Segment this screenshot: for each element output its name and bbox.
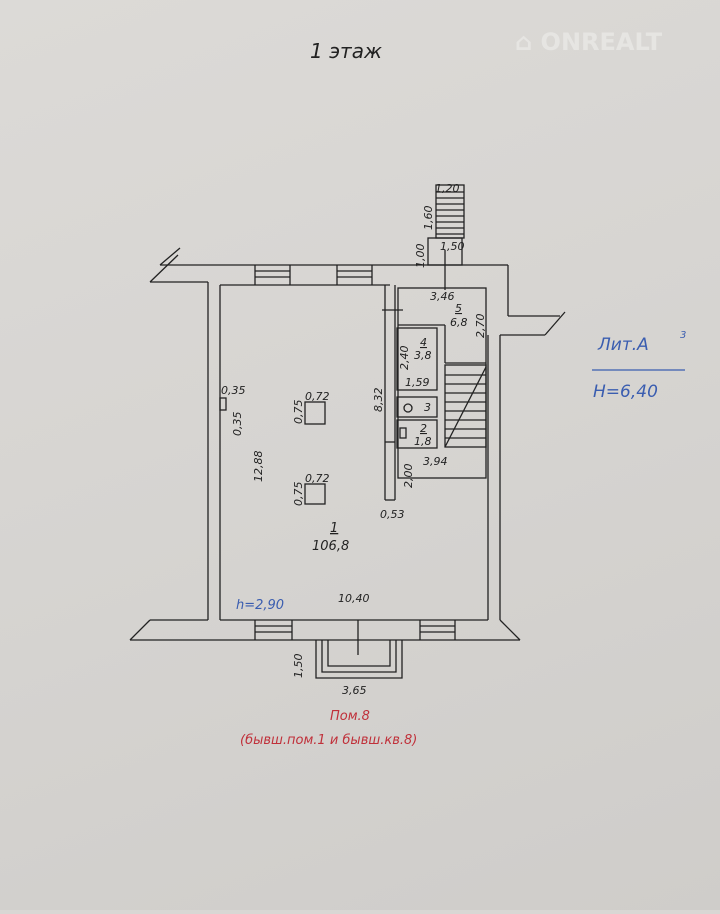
- dimension-label: 2,40: [398, 346, 411, 371]
- toilet-icon: [403, 403, 413, 413]
- room-caption-note: (бывш.пом.1 и бывш.кв.8): [240, 733, 417, 748]
- dimension-label: 5: [455, 302, 462, 315]
- stair-treads-outer: [436, 191, 464, 235]
- watermark-logo: ⌂ ONREALT: [515, 28, 663, 56]
- dimension-label: 1,50: [292, 654, 305, 679]
- windows: [254, 265, 456, 640]
- dimension-label: 1,00: [414, 244, 427, 269]
- dimension-label: 12,88: [252, 451, 265, 483]
- room-caption: Пом.8 (бывш.пом.1 и бывш.кв.8): [240, 709, 417, 748]
- sink-icon: [399, 427, 407, 439]
- dimension-label: 3,46: [430, 290, 455, 303]
- dimension-label: 10,40: [338, 592, 370, 605]
- dimension-label: 3,8: [414, 349, 432, 362]
- room-1-area: 106,8: [312, 539, 349, 554]
- dimension-label: 6,8: [450, 316, 468, 329]
- dimension-label: 3,94: [423, 455, 448, 468]
- dimension-label: 0,75: [292, 482, 305, 507]
- floor-title: 1 этаж: [310, 39, 382, 63]
- dimension-label: 0,35: [221, 384, 246, 397]
- dimension-label: 8,32: [372, 388, 385, 413]
- stair-treads-inner: [445, 374, 486, 439]
- dimension-label: 0,75: [292, 400, 305, 425]
- dimension-label: 2,00: [402, 464, 415, 489]
- ceiling-height: h=2,90: [236, 598, 284, 613]
- column-2: [304, 483, 326, 505]
- walls: [129, 184, 685, 679]
- dimension-label: 1,8: [414, 435, 432, 448]
- dimension-label: 0,72: [305, 390, 330, 403]
- dimension-label: 4: [420, 336, 427, 349]
- litera-label: Лит.А: [597, 335, 649, 355]
- dimension-label: 1,60: [422, 206, 435, 231]
- litera-block: Лит.А 3 Н=6,40: [593, 330, 686, 402]
- dimension-label: 3,65: [342, 684, 367, 697]
- dimension-labels: 1,20 1,60 1,00 1,50 3,46 5 6,8 2,70 4 3,…: [221, 182, 487, 697]
- dimension-label: 2: [420, 422, 427, 435]
- dimension-label: 0,72: [305, 472, 330, 485]
- dimension-label: 2,70: [474, 314, 487, 339]
- dimension-label: 0,53: [380, 508, 405, 521]
- room-1-number: 1: [330, 521, 338, 536]
- dimension-label: 3: [424, 401, 431, 414]
- column-1: [304, 401, 326, 425]
- dimension-label: 0,35: [231, 412, 244, 437]
- litera-superscript: 3: [680, 330, 686, 341]
- room-caption-title: Пом.8: [330, 709, 370, 724]
- building-height: Н=6,40: [593, 382, 658, 402]
- dimension-label: 1,59: [405, 376, 430, 389]
- dimension-label: 1,20: [435, 182, 460, 195]
- dimension-label: 1,50: [440, 240, 465, 253]
